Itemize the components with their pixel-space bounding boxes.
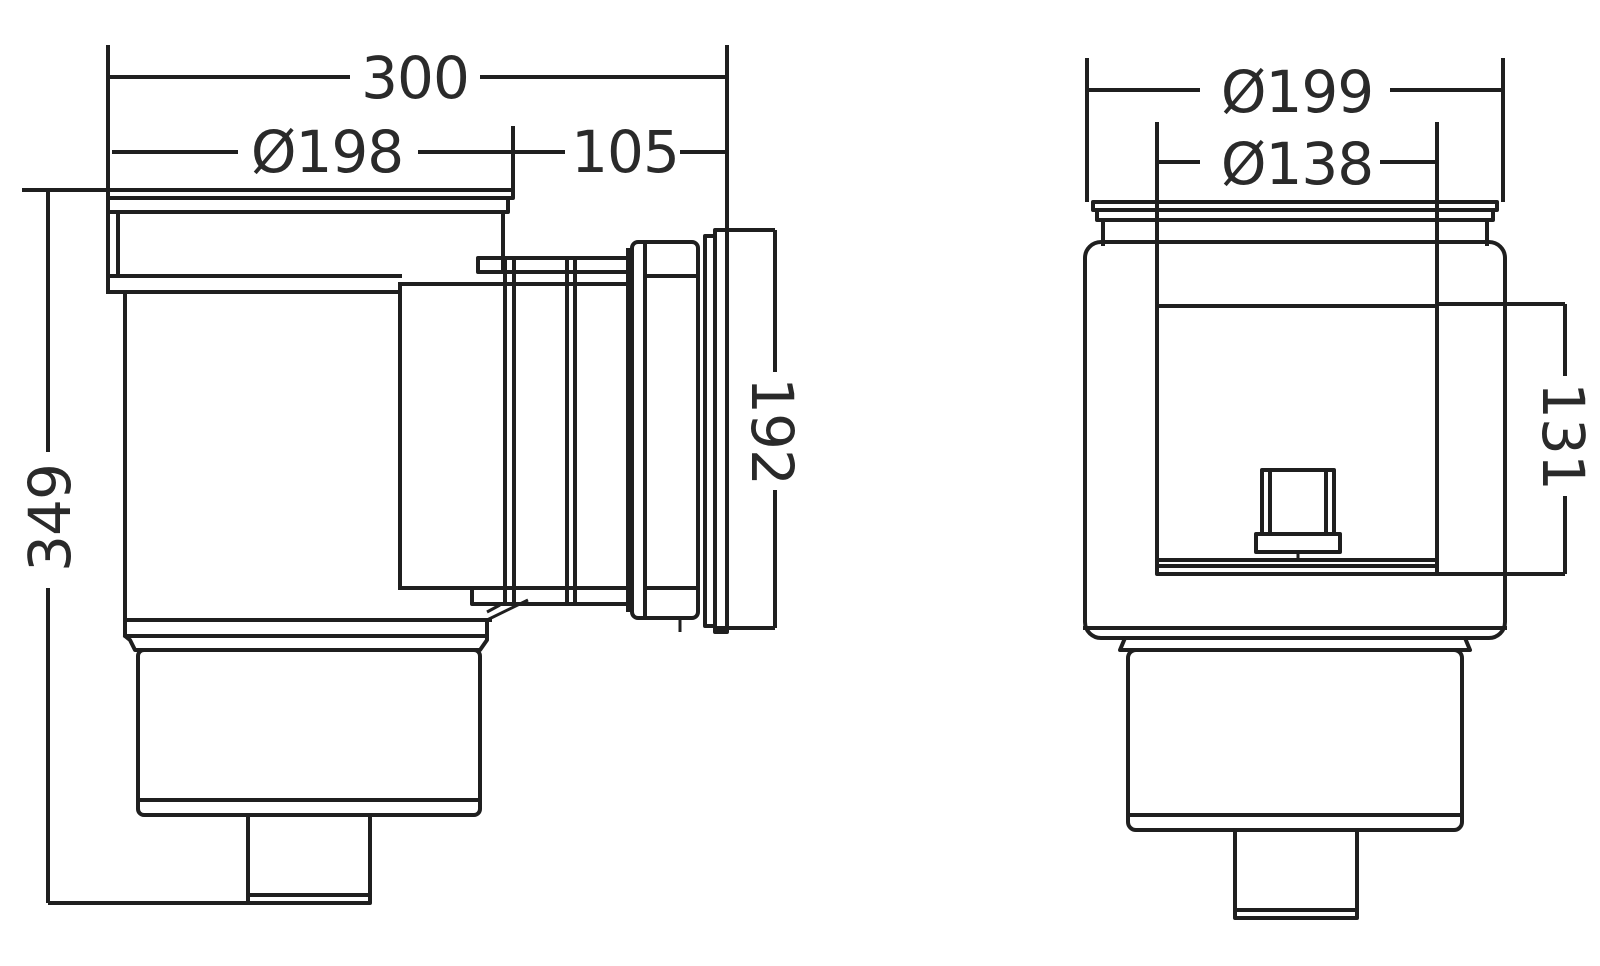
- side-view: 300 Ø198 105 349 192: [16, 44, 806, 905]
- dim-side-width: 300: [106, 44, 729, 228]
- dim-105-label: 105: [571, 118, 679, 186]
- front-weir: [1254, 468, 1342, 560]
- dim-349-label: 349: [16, 464, 84, 572]
- dim-front-mouth: 131: [1437, 302, 1597, 576]
- dim-side-flange: Ø198 105: [112, 118, 727, 190]
- dim-side-height: 349: [16, 188, 248, 905]
- dim-front-width: Ø199: [1085, 58, 1505, 202]
- front-body: [1083, 240, 1507, 920]
- dim-side-mouth: 192: [715, 228, 806, 630]
- dim-198-label: Ø198: [251, 118, 403, 186]
- dim-138-label: Ø138: [1221, 130, 1373, 198]
- front-view: Ø199 Ø138 131: [1083, 58, 1597, 920]
- side-body: [106, 274, 529, 905]
- side-mouth: [398, 228, 729, 634]
- dim-front-opening: Ø138: [1155, 122, 1439, 570]
- dim-199-label: Ø199: [1221, 58, 1373, 126]
- dim-300-label: 300: [361, 44, 469, 112]
- front-flange: [1091, 200, 1499, 246]
- dim-192-label: 192: [738, 377, 806, 485]
- dim-131-label: 131: [1529, 382, 1597, 490]
